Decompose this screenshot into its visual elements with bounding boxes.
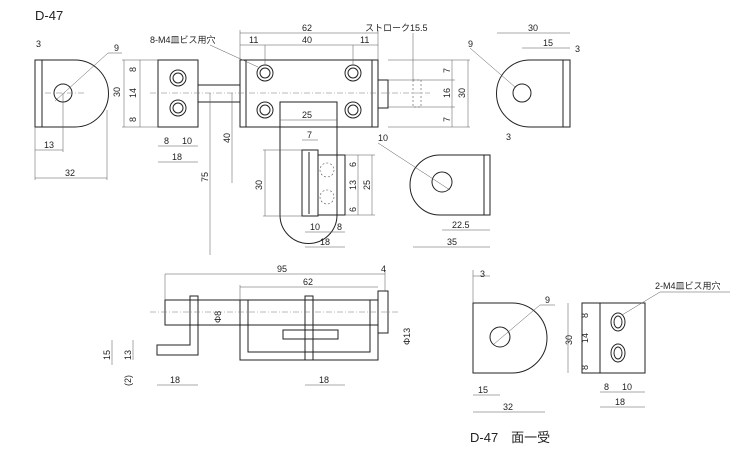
screw-hole-note: 2-M4皿ビス用穴 [655,280,721,291]
dim-label: 7 [442,68,452,73]
right-bracket-view: 9 30 15 3 [468,23,580,128]
keeper-block-view: 30 8 14 8 8 10 18 [112,59,199,163]
dim-label: 6 [348,207,358,212]
dim-label: 9 [545,295,550,305]
flush-keeper-block-view: 2-M4皿ビス用穴 30 8 14 8 8 10 18 [564,280,730,408]
dim-label: 75 [200,172,210,182]
left-bracket-view: 3 9 13 32 [34,39,122,180]
dim-label: 11 [249,35,258,45]
dim-label: (2) [123,375,133,386]
side-view: 95 4 62 Φ8 Φ13 15 13 (2) 18 18 [102,264,412,386]
dim-label: 18 [172,152,182,162]
dim-label: 40 [222,133,232,143]
dim-label: 30 [254,180,264,190]
dim-label: 18 [319,375,329,385]
dim-label: 10 [182,136,192,146]
dim-label: Φ8 [213,311,223,323]
dim-label: 25 [302,110,312,120]
drawing-subtitle: D-47 面一受 [470,430,550,445]
dim-label: 3 [36,39,41,49]
dim-label: 62 [303,277,313,287]
dim-label: 15 [478,385,488,395]
dim-label: 6 [348,162,358,167]
latch-body-view: 8-M4皿ビス用穴 ストローク15.5 62 11 40 11 7 16 7 3… [150,23,470,255]
dim-label: 16 [442,88,452,98]
dim-label: 62 [302,23,312,33]
drawing-title: D-47 [35,8,63,23]
dim-label: 8 [337,222,342,232]
dim-label: 25 [362,180,372,190]
dim-label: 30 [564,335,574,345]
dim-label: 40 [302,35,312,45]
dim-label: 9 [114,43,119,53]
dim-label: 13 [44,140,54,150]
dim-label: 95 [277,264,287,274]
dim-label: 8 [164,136,169,146]
dim-label: 7 [442,117,452,122]
dim-label: 11 [360,35,369,45]
dim-label: 30 [112,87,122,97]
dim-label: Φ13 [402,328,412,345]
dim-label: 10 [622,382,632,392]
dim-label: 13 [348,180,358,190]
stroke-note: ストローク15.5 [365,23,428,33]
dim-label: 8 [580,313,590,318]
dim-label: 15 [102,350,112,360]
dim-label: 18 [320,237,330,247]
dim-label: 9 [468,39,473,49]
dim-label: 35 [447,237,457,247]
tab-view: 10 3 22.5 35 [377,132,511,248]
dim-label: 30 [528,23,538,33]
dim-label: 8 [580,365,590,370]
screw-hole-note: 8-M4皿ビス用穴 [150,34,216,45]
dim-label: 13 [123,350,133,360]
dim-label: 3 [506,132,511,142]
dim-label: 32 [65,168,75,178]
dim-label: 14 [580,333,590,343]
dim-label: 3 [575,44,580,54]
dim-label: 10 [378,133,388,143]
dim-label: 14 [128,88,138,98]
flush-keeper-face-view: 3 9 15 32 [472,269,555,413]
dim-label: 8 [128,67,138,72]
dim-label: 22.5 [452,220,470,230]
dim-label: 18 [615,397,625,407]
dim-label: 10 [310,222,320,232]
dim-label: 3 [480,269,485,279]
dim-label: 8 [128,117,138,122]
dim-label: 7 [307,130,312,140]
dim-label: 15 [543,38,553,48]
dim-label: 32 [503,402,513,412]
dim-label: 4 [381,264,386,274]
keeper-slot-view: 7 30 6 13 6 25 10 8 18 [254,130,375,248]
dim-label: 30 [457,88,467,98]
dim-label: 8 [604,382,609,392]
dim-label: 18 [170,375,180,385]
